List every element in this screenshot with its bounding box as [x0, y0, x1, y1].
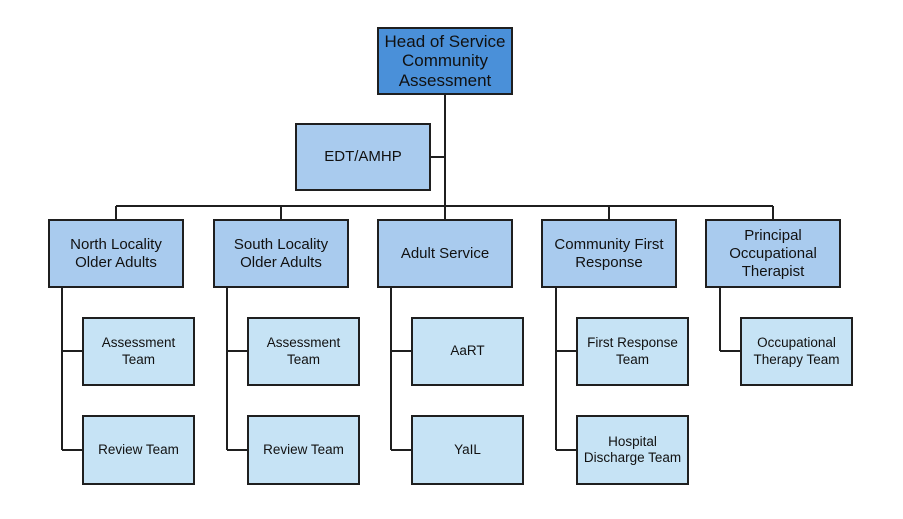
first-response-team-label: First Response Team — [587, 335, 678, 367]
occupational-therapy-team-box: Occupational Therapy Team — [740, 317, 853, 386]
south-review-team-box: Review Team — [247, 415, 360, 485]
hospital-discharge-team-box: Hospital Discharge Team — [576, 415, 689, 485]
south-assessment-team-box: Assessment Team — [247, 317, 360, 386]
community-first-response-label: Community First Response — [554, 235, 664, 271]
edt-amhp-box: EDT/AMHP — [295, 123, 431, 191]
occupational-therapy-team-label: Occupational Therapy Team — [753, 335, 840, 367]
north-review-team-box: Review Team — [82, 415, 195, 485]
aart-label: AaRT — [450, 343, 485, 359]
yail-label: YaIL — [454, 441, 481, 457]
first-response-team-box: First Response Team — [576, 317, 689, 386]
principal-ot-box: Principal Occupational Therapist — [705, 219, 841, 288]
community-first-response-box: Community First Response — [541, 219, 677, 288]
north-assessment-team-label: Assessment Team — [101, 335, 176, 367]
south-locality-label: South Locality Older Adults — [233, 235, 329, 271]
principal-ot-label: Principal Occupational Therapist — [729, 226, 817, 280]
head-of-service-label: Head of Service Community Assessment — [384, 31, 506, 90]
hospital-discharge-team-label: Hospital Discharge Team — [583, 433, 682, 465]
south-review-team-label: Review Team — [263, 441, 344, 457]
head-of-service-box: Head of Service Community Assessment — [377, 27, 513, 95]
north-locality-label: North Locality Older Adults — [70, 235, 162, 271]
north-locality-box: North Locality Older Adults — [48, 219, 184, 288]
aart-box: AaRT — [411, 317, 524, 386]
adult-service-label: Adult Service — [400, 244, 490, 262]
yail-box: YaIL — [411, 415, 524, 485]
north-review-team-label: Review Team — [98, 441, 179, 457]
adult-service-box: Adult Service — [377, 219, 513, 288]
edt-amhp-label: EDT/AMHP — [324, 148, 402, 165]
north-assessment-team-box: Assessment Team — [82, 317, 195, 386]
south-locality-box: South Locality Older Adults — [213, 219, 349, 288]
south-assessment-team-label: Assessment Team — [266, 335, 341, 367]
